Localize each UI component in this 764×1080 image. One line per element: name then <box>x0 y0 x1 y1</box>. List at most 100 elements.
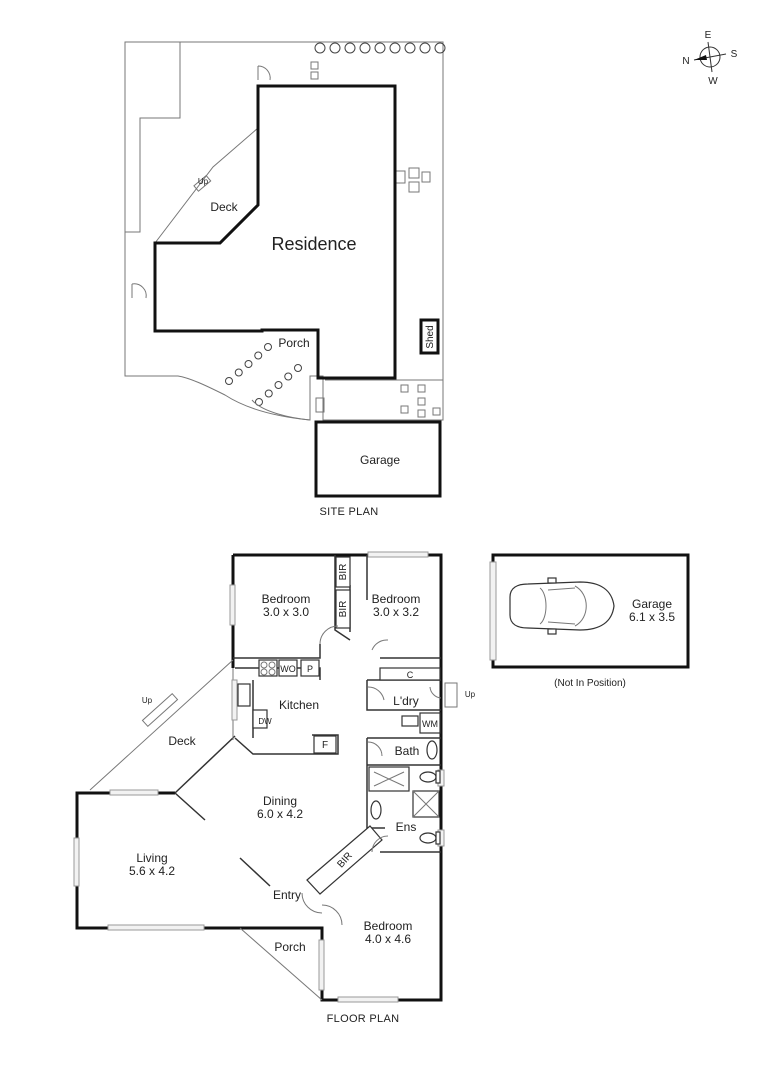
floor-cupboard-label: C <box>407 670 414 680</box>
floor-ensuite-vanity <box>370 800 382 820</box>
floor-fridge <box>313 735 337 754</box>
plant-icon <box>274 381 283 389</box>
site-porch-plants <box>225 343 302 406</box>
door-swing <box>321 904 343 926</box>
floor-entry-label: Entry <box>273 888 301 902</box>
floor-kitchen-label: Kitchen <box>279 698 319 712</box>
door-swing <box>319 625 339 645</box>
window <box>107 924 205 931</box>
plant-icon <box>244 360 253 368</box>
plant-icon <box>264 343 272 351</box>
plant-icon <box>254 351 263 360</box>
site-garage <box>314 420 442 498</box>
plant-icon <box>284 372 293 381</box>
floor-washing-machine-label: WM <box>422 719 438 729</box>
site-furniture <box>395 170 406 184</box>
floor-bedroom2-name: Bedroom <box>372 592 421 606</box>
floor-deck-stairs <box>141 692 179 728</box>
site-deck-label: Deck <box>210 200 238 214</box>
floor-washing-machine <box>419 712 441 734</box>
floor-bir-1 <box>335 556 351 588</box>
site-trees-top <box>314 42 446 54</box>
compass-s: S <box>731 49 738 60</box>
floor-deck-outline <box>89 659 234 791</box>
tree-icon <box>314 42 326 54</box>
compass-ring <box>699 46 721 68</box>
floor-living-dims: 5.6 x 4.2 <box>129 864 175 878</box>
door-swing <box>429 686 442 699</box>
floor-plan-caption: FLOOR PLAN <box>327 1013 400 1025</box>
tree-icon <box>389 42 401 54</box>
site-shed <box>419 318 440 355</box>
tree-icon <box>329 42 341 54</box>
site-porch-label: Porch <box>278 336 309 350</box>
car-icon <box>509 577 615 635</box>
site-gate-top <box>257 65 271 81</box>
floor-dining-name: Dining <box>263 794 297 808</box>
cooktop-burner <box>268 668 276 676</box>
floor-kitchen-bench <box>234 734 339 755</box>
compass: E S W N <box>682 30 737 87</box>
tree-icon <box>344 42 356 54</box>
floor-living-name: Living <box>136 851 167 865</box>
floor-laundry-label: L'dry <box>393 694 419 708</box>
door-swing <box>367 686 385 701</box>
window <box>229 584 236 626</box>
site-furniture <box>421 171 431 183</box>
tree-icon <box>374 42 386 54</box>
floor-fridge-label: F <box>322 740 328 751</box>
window <box>367 551 429 558</box>
site-residence-outline <box>153 84 397 380</box>
floor-sink <box>237 683 251 707</box>
floor-dishwasher-label: DW <box>258 717 272 726</box>
door-swing <box>371 639 389 651</box>
site-deck-outline <box>154 127 259 244</box>
tree-icon <box>404 42 416 54</box>
floor-deck-up: Up <box>142 696 153 705</box>
site-garage-label: Garage <box>360 453 400 467</box>
floor-dishwasher <box>252 709 268 729</box>
window <box>318 939 325 991</box>
floor-bath-toilet <box>419 771 437 783</box>
window <box>109 789 159 796</box>
site-shed-label: Shed <box>425 325 436 348</box>
floor-bath-label: Bath <box>395 744 420 758</box>
door-swing <box>367 741 383 757</box>
floor-pantry <box>300 659 320 677</box>
floor-deck-diagonal-wall <box>174 735 236 794</box>
plant-icon <box>234 368 243 377</box>
site-gate-left <box>131 283 147 299</box>
tree-icon <box>419 42 431 54</box>
window <box>337 996 399 1003</box>
floor-ensuite-toilet <box>419 832 437 844</box>
floor-bedroom3-name: Bedroom <box>364 919 413 933</box>
floor-laundry-up: Up <box>465 690 476 699</box>
site-deck-stairs <box>193 174 212 192</box>
plant-icon <box>225 377 233 385</box>
site-neighbour-line <box>125 42 181 233</box>
floor-ensuite-toilet-cistern <box>435 831 441 845</box>
floor-cooktop <box>258 659 278 677</box>
compass-e: E <box>705 30 712 41</box>
floor-bir-2-label: BIR <box>338 601 349 618</box>
garage-name: Garage <box>632 597 672 611</box>
floor-laundry-tub <box>401 715 419 727</box>
cooktop-burner <box>268 661 276 669</box>
floor-deck-label: Deck <box>168 734 196 748</box>
floor-dining-dims: 6.0 x 4.2 <box>257 807 303 821</box>
tree-icon <box>359 42 371 54</box>
floor-bath-tub-inner <box>373 771 405 787</box>
floor-bir-2 <box>335 589 351 629</box>
floor-bedroom3-dims: 4.0 x 4.6 <box>365 932 411 946</box>
garage-plan: Garage 6.1 x 3.5 (Not In Position) <box>489 553 690 689</box>
floor-bath-vanity <box>426 740 438 760</box>
site-plan: Up Deck Residence Porch Shed Garage SITE… <box>124 41 446 518</box>
garage-dims: 6.1 x 3.5 <box>629 610 675 624</box>
site-plan-caption: SITE PLAN <box>320 506 379 518</box>
window <box>231 679 238 721</box>
site-residence-label: Residence <box>271 234 356 254</box>
floor-bedroom1-dims: 3.0 x 3.0 <box>263 605 309 619</box>
window <box>73 837 80 887</box>
floor-pantry-label: P <box>307 664 313 674</box>
compass-axis-ew <box>707 41 713 73</box>
